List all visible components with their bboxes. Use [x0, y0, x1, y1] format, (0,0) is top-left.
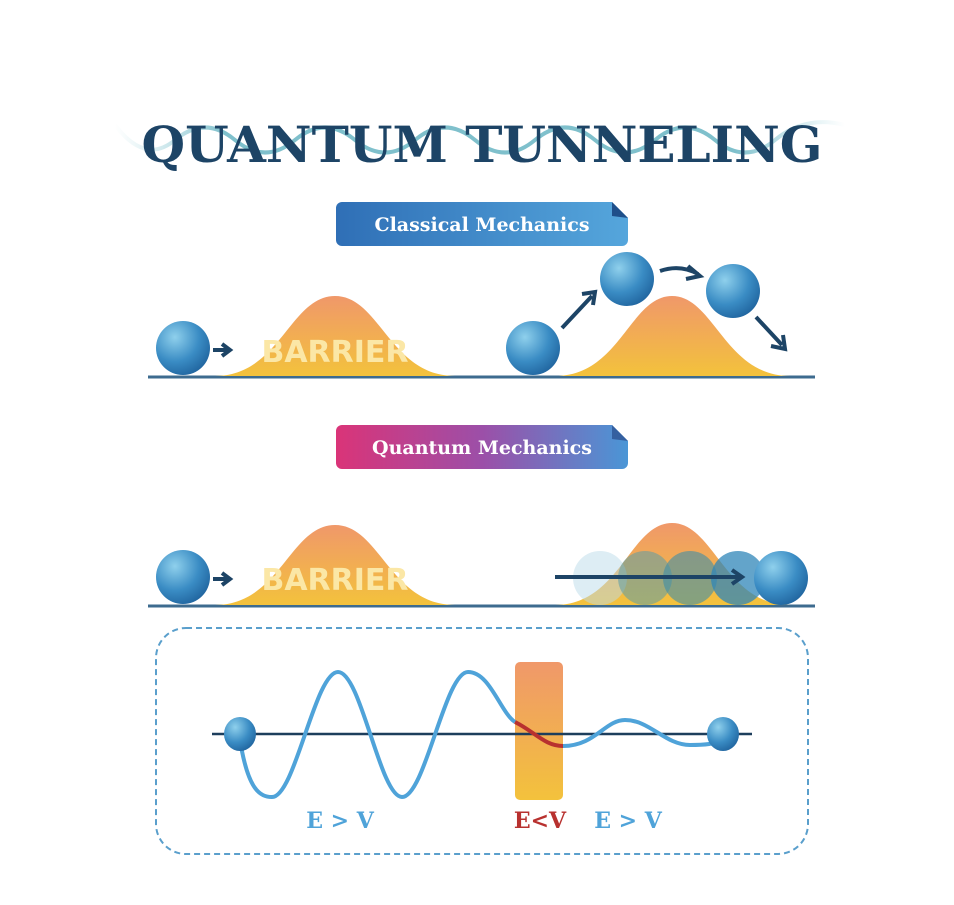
energy-label-barrier: E<V [514, 808, 567, 834]
page-title: QUANTUM TUNNELING [142, 115, 823, 174]
particle-ball [754, 551, 808, 605]
wave-function [238, 669, 517, 800]
title-wave-decoration [113, 120, 846, 155]
arrow-icon [213, 342, 234, 358]
particle-ball [506, 321, 560, 375]
barrier-label: BARRIER [261, 335, 408, 370]
potential-barrier [515, 662, 563, 800]
arrow-icon [555, 568, 746, 586]
tunneling-wave [514, 720, 564, 748]
arrow-icon [560, 264, 788, 352]
classical-mechanics-label: Classical Mechanics [336, 202, 628, 246]
particle-ball [156, 550, 210, 604]
particle-ball [224, 717, 256, 751]
barrier [555, 296, 790, 376]
barrier [215, 296, 455, 376]
svg-text:Classical Mechanics: Classical Mechanics [374, 214, 589, 236]
energy-label-left: E > V [306, 808, 375, 834]
particle-ball [706, 264, 760, 318]
particle-ball [600, 252, 654, 306]
svg-text:Quantum Mechanics: Quantum Mechanics [372, 437, 592, 459]
barrier-label: BARRIER [261, 563, 408, 598]
particle-ball [707, 717, 739, 751]
wave-function-panel [155, 627, 809, 855]
transmitted-wave [562, 717, 724, 748]
barrier [215, 525, 455, 605]
energy-label-right: E > V [594, 808, 663, 834]
particle-ball [156, 321, 210, 375]
arrow-icon [213, 571, 234, 587]
quantum-mechanics-label: Quantum Mechanics [336, 425, 628, 469]
